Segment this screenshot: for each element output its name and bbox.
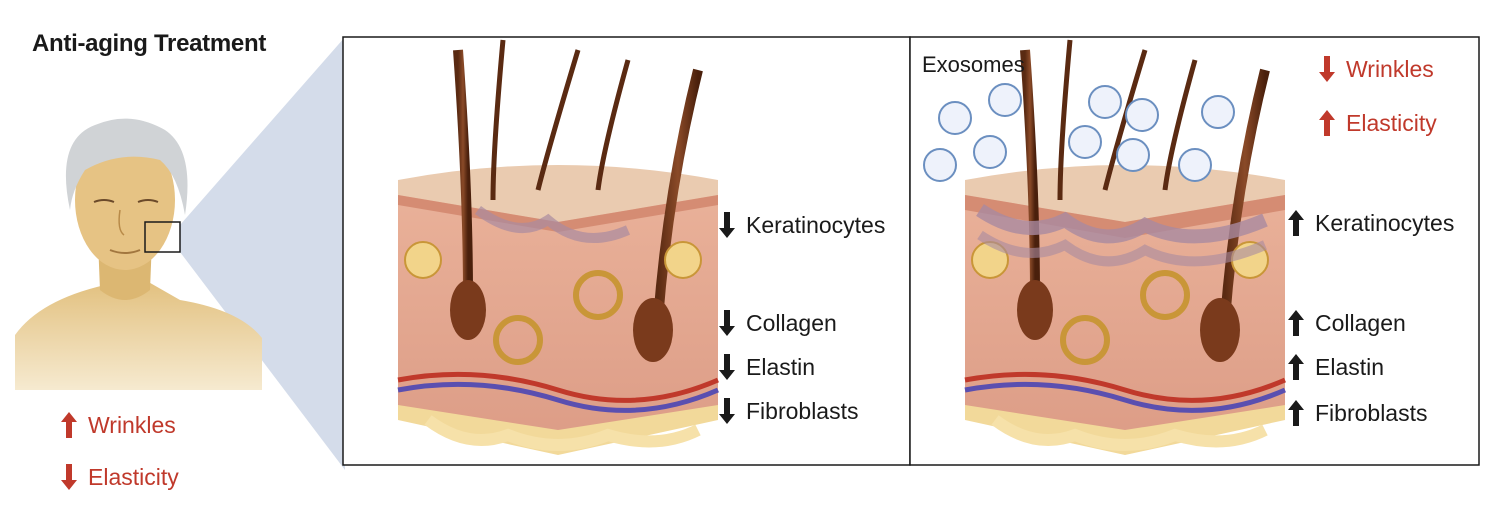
treated-effect-elasticity: Elasticity <box>1316 108 1437 138</box>
exosome-particle <box>988 83 1022 117</box>
exosome-particle <box>1125 98 1159 132</box>
skin-block-treated <box>964 39 1287 455</box>
exosome-particles <box>923 83 1235 182</box>
arrow-up-icon <box>1288 310 1304 336</box>
exosome-particle <box>938 101 972 135</box>
marker-label: Keratinocytes <box>1315 209 1455 236</box>
treated-marker-collagen: Collagen <box>1285 308 1406 338</box>
untreated-marker-keratinocytes: Keratinocytes <box>716 210 885 240</box>
marker-label: Elastin <box>746 353 816 380</box>
arrow-down-icon <box>719 310 735 336</box>
arrow-down-icon <box>1319 56 1335 82</box>
exosomes-label: Exosomes <box>922 52 1025 77</box>
arrow-up-icon <box>61 412 77 438</box>
exosome-particle <box>923 148 957 182</box>
zoom-box <box>144 221 181 253</box>
effect-label: Wrinkles <box>1346 55 1434 82</box>
treated-marker-fibroblasts: Fibroblasts <box>1285 398 1427 428</box>
marker-label: Keratinocytes <box>746 211 886 238</box>
exosome-particle <box>973 135 1007 169</box>
exosome-particle <box>1178 148 1212 182</box>
marker-label: Collagen <box>746 309 837 336</box>
arrow-down-icon <box>719 354 735 380</box>
aged-effect-elasticity: Elasticity <box>58 462 179 492</box>
untreated-marker-elastin: Elastin <box>716 352 815 382</box>
treated-marker-keratinocytes: Keratinocytes <box>1285 208 1454 238</box>
marker-label: Fibroblasts <box>1315 399 1428 426</box>
untreated-marker-fibroblasts: Fibroblasts <box>716 396 858 426</box>
arrow-up-icon <box>1288 400 1304 426</box>
effect-label: Elasticity <box>88 463 179 490</box>
untreated-marker-collagen: Collagen <box>716 308 837 338</box>
figure-title: Anti-aging Treatment <box>32 30 267 57</box>
arrow-up-icon <box>1288 354 1304 380</box>
arrow-down-icon <box>719 212 735 238</box>
marker-label: Collagen <box>1315 309 1406 336</box>
treated-effect-wrinkles: Wrinkles <box>1316 54 1434 84</box>
arrow-up-icon <box>1288 210 1304 236</box>
arrow-down-icon <box>719 398 735 424</box>
exosome-particle <box>1201 95 1235 129</box>
exosome-particle <box>1088 85 1122 119</box>
exosome-particle <box>1116 138 1150 172</box>
marker-label: Fibroblasts <box>746 397 859 424</box>
effect-label: Wrinkles <box>88 411 176 438</box>
arrow-up-icon <box>1319 110 1335 136</box>
effect-label: Elasticity <box>1346 109 1437 136</box>
aged-person <box>15 118 262 390</box>
skin-block-untreated <box>397 39 720 455</box>
arrow-down-icon <box>61 464 77 490</box>
marker-label: Elastin <box>1315 353 1385 380</box>
exosome-particle <box>1068 125 1102 159</box>
zoom-wedge <box>180 37 345 470</box>
aged-effect-wrinkles: Wrinkles <box>58 410 176 440</box>
treated-marker-elastin: Elastin <box>1285 352 1384 382</box>
